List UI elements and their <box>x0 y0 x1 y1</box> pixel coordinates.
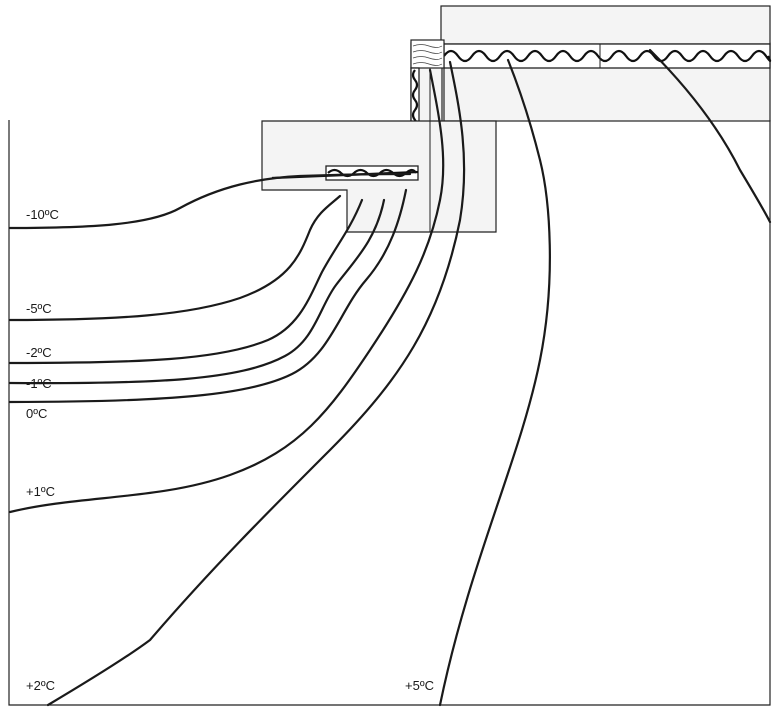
isotherm-curve-m5 <box>8 194 342 322</box>
isotherm-label-m5: -5ºC <box>26 301 52 316</box>
footing-detail-lines <box>429 44 601 232</box>
floor-insulation <box>440 43 772 69</box>
isotherm-curve-p5 <box>438 58 551 707</box>
isotherm-label-p1: +1ºC <box>26 484 55 499</box>
isotherm-curve-m10 <box>8 172 412 230</box>
isotherm-curve-p1 <box>8 68 445 514</box>
sill-plate <box>410 39 445 69</box>
isotherm-label-p2: +2ºC <box>26 678 55 693</box>
isotherm-lines <box>8 48 772 707</box>
isotherm-label-m1: -1ºC <box>26 376 52 391</box>
isotherm-labels: -10ºC -5ºC -2ºC -1ºC 0ºC +1ºC +2ºC +5ºC <box>26 207 434 693</box>
isotherm-label-m10: -10ºC <box>26 207 59 222</box>
floor-screed <box>440 5 771 45</box>
diagram-frame <box>8 120 771 706</box>
isotherm-curve-edge <box>648 48 772 224</box>
isotherm-label-p5: +5ºC <box>405 678 434 693</box>
isotherm-curve-z0 <box>8 188 408 404</box>
isotherm-curve-p2 <box>46 60 466 707</box>
isotherm-curve-m2 <box>8 198 364 365</box>
isotherm-label-z0: 0ºC <box>26 406 47 421</box>
isotherm-label-m2: -2ºC <box>26 345 52 360</box>
isotherm-curve-m1 <box>8 198 386 385</box>
